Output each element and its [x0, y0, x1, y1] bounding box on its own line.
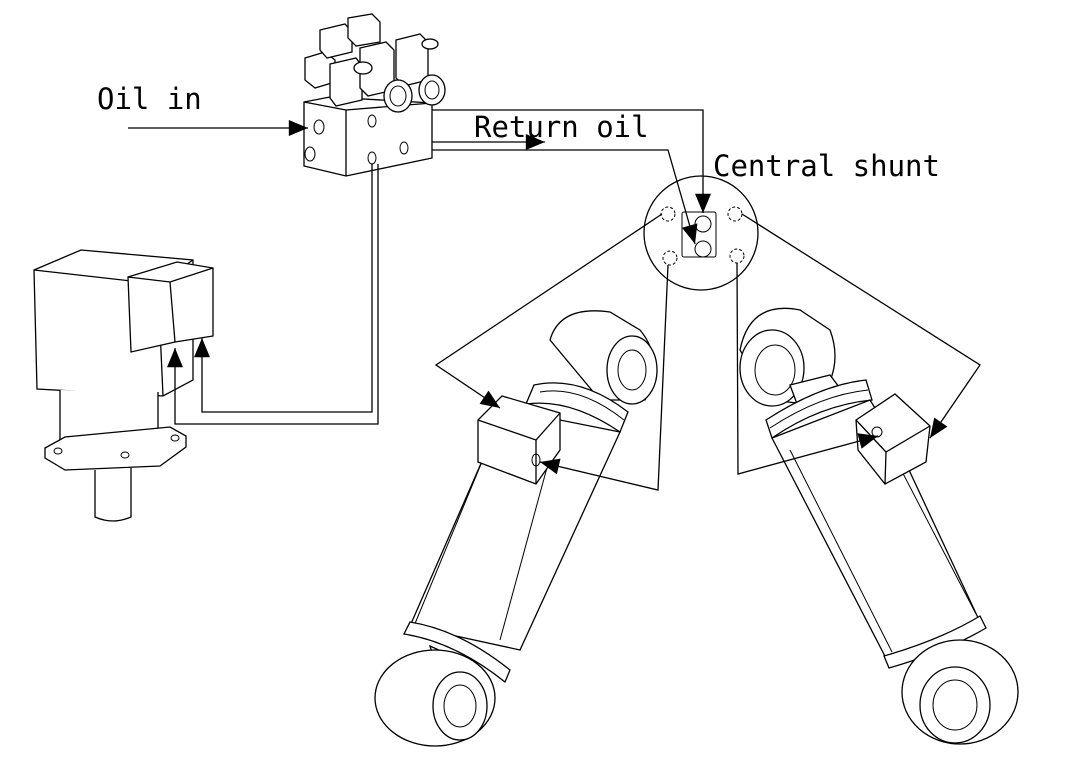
- return-line-from-shunt: [432, 149, 698, 245]
- solenoid-valves: [304, 13, 446, 113]
- shunt-to-right-cylinder-bottom: [736, 262, 879, 475]
- supply-line-to-shunt: [432, 109, 711, 213]
- central-shunt-label: Central shunt: [713, 149, 940, 183]
- shunt-to-left-cylinder-bottom: [539, 264, 669, 491]
- return-port: [399, 141, 409, 155]
- central-shunt: [643, 175, 759, 291]
- return-oil-label: Return oil: [474, 110, 649, 144]
- flow-lines: [128, 109, 981, 491]
- pump-line-outer: [167, 164, 379, 425]
- shunt-to-right-cylinder-top: [741, 213, 981, 439]
- valve-block: [303, 13, 446, 177]
- oil-inlet-port: [313, 119, 325, 135]
- pump-line-inner: [194, 164, 373, 413]
- oil-in-label: Oil in: [97, 82, 202, 116]
- right-hydraulic-cylinder: [739, 307, 1019, 745]
- pump-motor: [33, 249, 214, 522]
- left-hydraulic-cylinder: [374, 310, 658, 747]
- shunt-to-left-cylinder-top: [434, 213, 663, 409]
